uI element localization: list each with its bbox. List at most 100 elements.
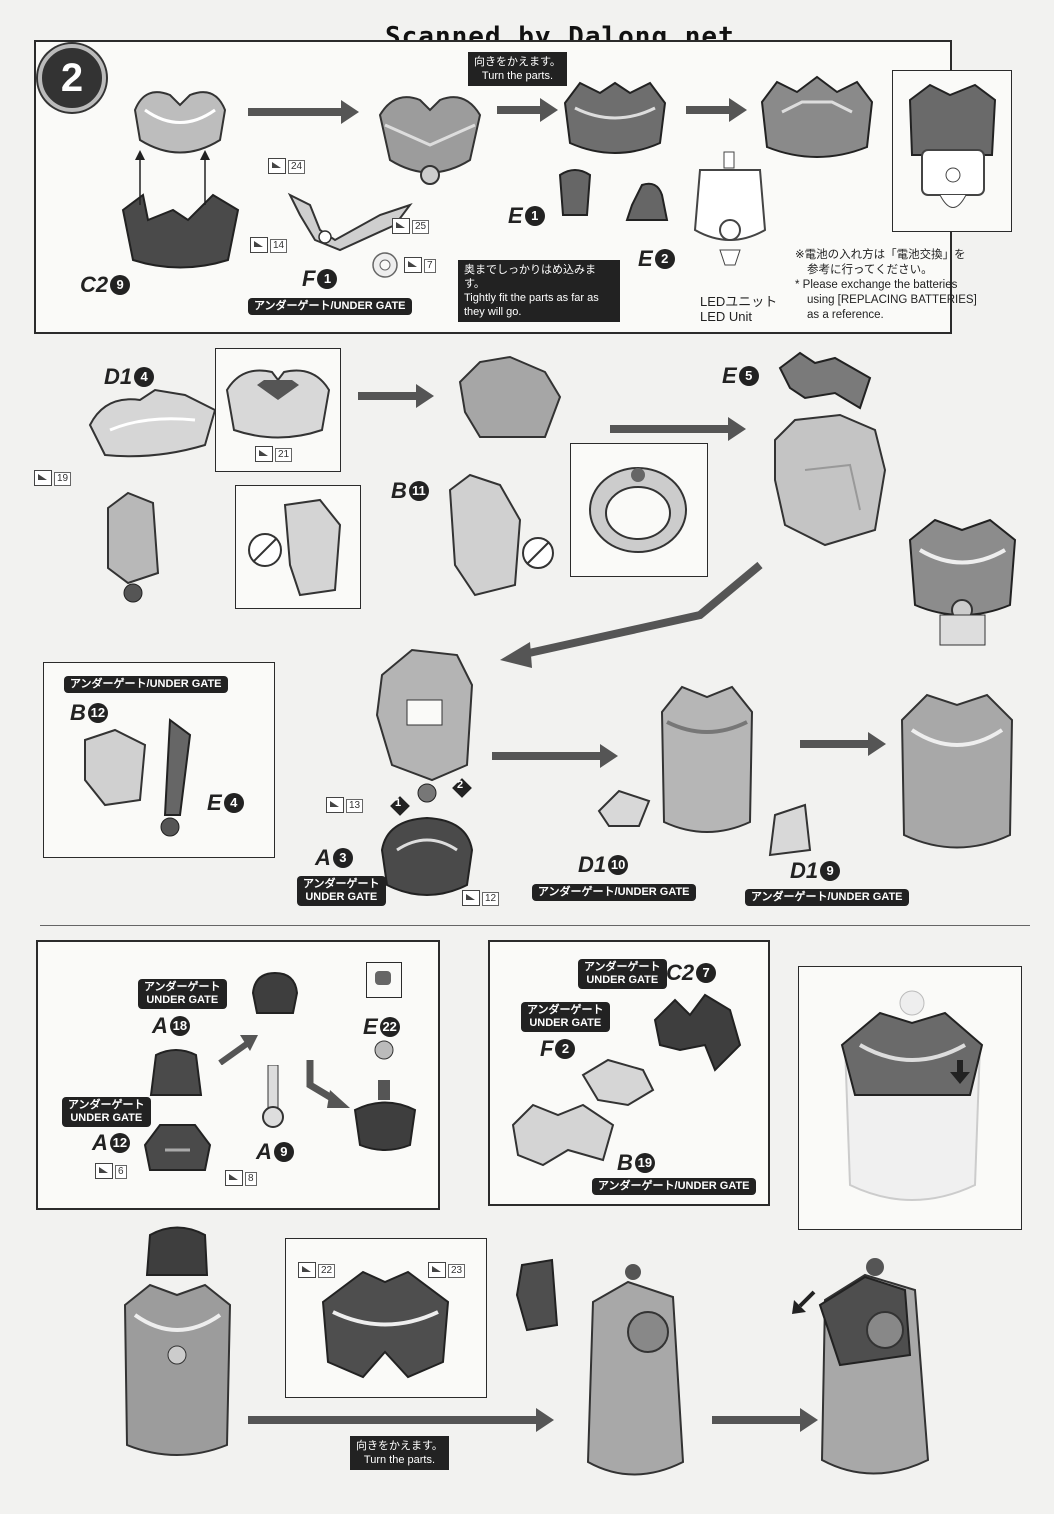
head-on-torso-part (123, 1226, 232, 1456)
head-joint-arrow (218, 1035, 258, 1065)
a3-ring-part (380, 816, 474, 896)
gate-line-ja: アンダーゲート (584, 961, 661, 973)
note-line-en: Turn the parts. (363, 1454, 436, 1466)
d110-part (597, 789, 651, 827)
gate-line-ja: アンダーゲート (527, 1004, 604, 1016)
part-number: 1 (317, 269, 338, 289)
flow-arrow (497, 98, 558, 122)
torso-half-part (375, 648, 474, 803)
under-gate-tag-a12: アンダーゲート UNDER GATE (62, 1097, 151, 1127)
collar-rotation-part (458, 355, 562, 438)
b12-part (84, 728, 147, 807)
a12-part (143, 1124, 212, 1171)
part-number: 5 (738, 366, 759, 386)
part-letter: D1 (578, 852, 607, 877)
a18-part (149, 1049, 203, 1096)
part-number: 4 (134, 367, 155, 387)
torso-with-led-part (760, 75, 874, 158)
led-unit-label: LEDユニット LED Unit (700, 294, 777, 324)
part-number: 12 (87, 703, 108, 723)
part-letter: F (540, 1036, 554, 1061)
part-letter: A (152, 1013, 168, 1038)
part-letter: A (92, 1130, 108, 1155)
fit-note: 奥までしっかりはめ込みます。 Tightly fit the parts as … (458, 260, 620, 322)
part-number: 9 (273, 1142, 294, 1162)
part-number: 1 (524, 206, 545, 226)
order-number-1: 1 (395, 797, 402, 809)
diagonal-flow-arrow (500, 561, 763, 668)
cut-number: 12 (482, 892, 500, 906)
torso-inner-part (563, 81, 667, 154)
joint-socket-part (251, 971, 299, 1014)
f1-frame-part (287, 192, 413, 252)
torso-assembled-part (660, 685, 754, 833)
part-letter: B (391, 478, 407, 503)
cut-mark-14: 14 (250, 237, 288, 253)
label-line-ja: LEDユニット (700, 294, 778, 309)
part-number: 11 (408, 481, 429, 501)
cut-mark-6: 6 (95, 1163, 127, 1179)
torso-final-step2 (900, 693, 1014, 849)
chest-top-part (908, 518, 1017, 646)
led-unit (693, 151, 767, 266)
part-letter: E (508, 203, 523, 228)
c29-lower-part (121, 193, 240, 269)
cut-number: 23 (448, 1264, 466, 1278)
a9-peg-part (262, 1065, 284, 1128)
cut-number: 13 (346, 799, 364, 813)
e5-part (778, 351, 872, 410)
cut-mark-21: 21 (255, 446, 293, 462)
under-gate-tag-f1: アンダーゲート/UNDER GATE (248, 298, 412, 315)
note-line: as a reference. (807, 309, 884, 321)
under-gate-tag-a18: アンダーゲート UNDER GATE (138, 979, 227, 1009)
diagonal-arrow-icon (792, 1290, 816, 1314)
no-cut-symbol (522, 537, 554, 569)
part-letter: A (315, 845, 331, 870)
flow-arrow (800, 732, 886, 756)
battery-detail-part (908, 83, 997, 208)
torso-side-part (774, 413, 887, 547)
under-gate-tag-a3: アンダーゲート UNDER GATE (297, 876, 386, 906)
e22-detail-icon (375, 971, 391, 985)
turn-parts-note-step3: 向きをかえます。 Turn the parts. (350, 1436, 449, 1470)
flow-arrow (610, 417, 746, 441)
shoulder-armor-detail (321, 1270, 450, 1379)
part-letter: C2 (80, 272, 109, 297)
part-letter: D1 (790, 858, 819, 883)
cut-mark-23: 23 (428, 1262, 466, 1278)
note-line: * Please exchange the batteries (795, 279, 958, 291)
cut-number: 22 (318, 1264, 336, 1278)
cut-number: 7 (424, 259, 436, 273)
part-letter: C2 (666, 960, 695, 985)
cut-number: 14 (270, 239, 288, 253)
ring-detail-part (589, 467, 687, 553)
cut-mark-24: 24 (268, 158, 306, 174)
c29-upper-part (133, 91, 227, 154)
cut-number: 25 (412, 220, 430, 234)
assembly-arrows-up (135, 150, 210, 205)
step-divider (40, 925, 1030, 926)
turn-parts-note-step2: 向きをかえます。 Turn the parts. (468, 52, 567, 86)
part-number: 10 (608, 855, 629, 875)
part-number: 2 (555, 1039, 576, 1059)
flow-arrow (248, 100, 359, 124)
b19-part (511, 1103, 615, 1167)
part-letter: A (256, 1139, 272, 1164)
cut-mark-8: 8 (225, 1170, 257, 1186)
torso-side-view-part (586, 1264, 685, 1476)
note-line-ja: 向きをかえます。 (474, 56, 561, 68)
e2-part (625, 182, 669, 221)
cut-mark-19: 19 (34, 470, 72, 486)
